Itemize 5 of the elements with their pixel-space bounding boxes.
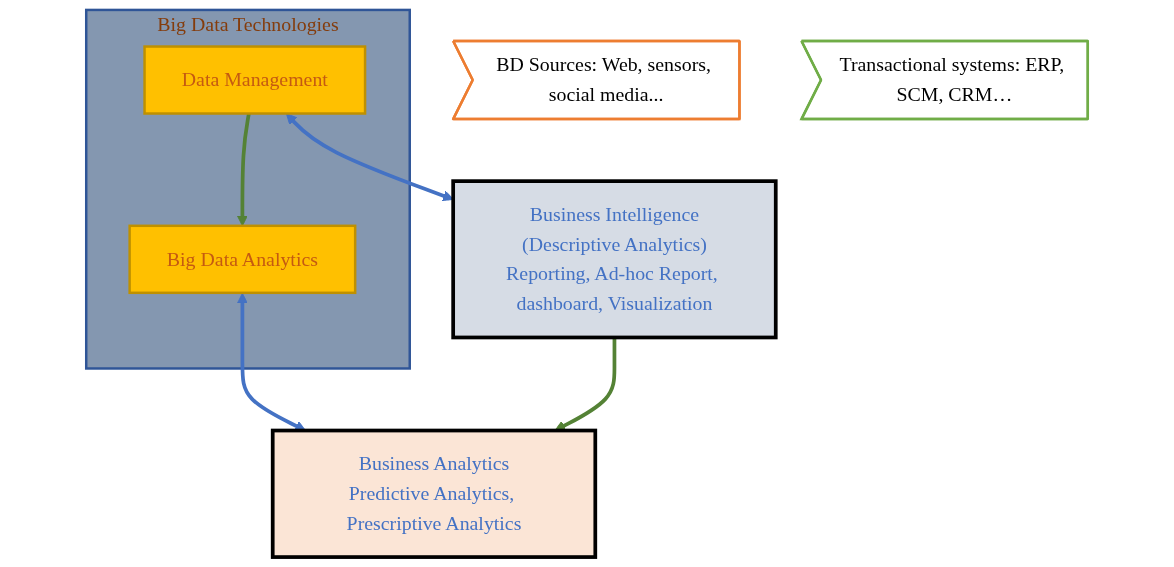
arrow [554,337,617,431]
node-box: Business Analytics Predictive Analytics, Prescriptive Analytics [270,428,598,559]
node-box: Business Intelligence (Descriptive Analytics) Reporting, Ad-hoc Report, dashboard, Visualization [451,179,778,340]
node-box: Big Data Analytics [128,224,357,295]
node-box: Data Management [143,45,367,115]
